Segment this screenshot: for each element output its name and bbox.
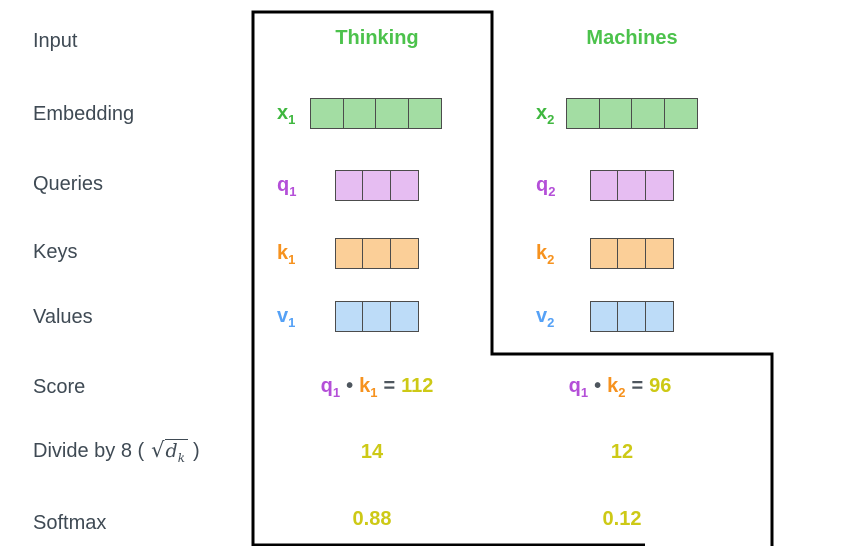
column-title-thinking: Thinking [335,27,419,49]
vector-label-q1: q1 [277,174,297,199]
vector-cell [389,301,419,332]
softmax-value-thinking: 0.88 [352,508,392,530]
vector-cell [335,170,365,201]
row-label-score: Score [33,376,86,398]
score-q-term: q1 [320,375,341,400]
equals-sign: = [383,375,396,397]
vector-cell [335,238,365,269]
row-label-embedding: Embedding [33,103,135,125]
embedding-vector-x2 [566,98,699,129]
vector-label-k2: k2 [536,242,555,267]
vector-cell [644,301,674,332]
vector-cell [590,301,620,332]
vector-cell [617,301,647,332]
softmax-value-machines: 0.12 [602,508,642,530]
vector-cell [389,170,419,201]
row-label-divide: Divide by 8 ( √dk) [33,438,200,470]
dot-operator: • [594,375,602,397]
divide-label-prefix: Divide by 8 ( [33,440,145,462]
dot-operator: • [346,375,354,397]
query-vector-q1 [335,170,419,201]
key-vector-k1 [335,238,419,269]
vector-cell [590,170,620,201]
vector-cell [310,98,345,129]
value-vector-v2 [590,301,674,332]
vector-cell [362,238,392,269]
vector-cell [598,98,633,129]
vector-cell [617,170,647,201]
vector-label-k1: k1 [277,242,296,267]
vector-cell [407,98,443,129]
column-title-machines: Machines [586,27,678,49]
embedding-vector-x1 [310,98,443,129]
vector-cell [631,98,666,129]
vector-label-q2: q2 [536,174,556,199]
equals-sign: = [631,375,644,397]
vector-cell [644,170,674,201]
divided-value-thinking: 14 [360,441,384,463]
key-vector-k2 [590,238,674,269]
vector-cell [375,98,410,129]
vector-cell [617,238,647,269]
row-label-input: Input [33,30,78,52]
score-k-term: k1 [359,375,378,400]
vector-cell [362,301,392,332]
vector-cell [362,170,392,201]
vector-cell [644,238,674,269]
vector-cell [566,98,601,129]
divided-value-machines: 12 [610,441,634,463]
vector-label-v2: v2 [536,305,555,330]
vector-label-x2: x2 [536,102,555,127]
score-q-term: q1 [568,375,589,400]
row-label-softmax: Softmax [33,512,107,534]
query-vector-q2 [590,170,674,201]
row-label-keys: Keys [33,241,78,263]
vector-cell [590,238,620,269]
row-label-values: Values [33,306,93,328]
vector-label-v1: v1 [277,305,296,330]
row-label-queries: Queries [33,173,104,195]
vector-cell [342,98,377,129]
value-vector-v1 [335,301,419,332]
vector-label-x1: x1 [277,102,296,127]
sqrt-dk-formula: √dk [151,438,188,465]
score-expression-machines: q1•k2=96 [520,375,720,400]
vector-cell [389,238,419,269]
vector-cell [663,98,699,129]
score-result: 112 [401,375,434,397]
score-k-term: k2 [607,375,626,400]
score-expression-thinking: q1•k1=112 [277,375,477,400]
divide-label-suffix: ) [193,440,200,462]
score-result: 96 [649,375,672,397]
vector-cell [335,301,365,332]
